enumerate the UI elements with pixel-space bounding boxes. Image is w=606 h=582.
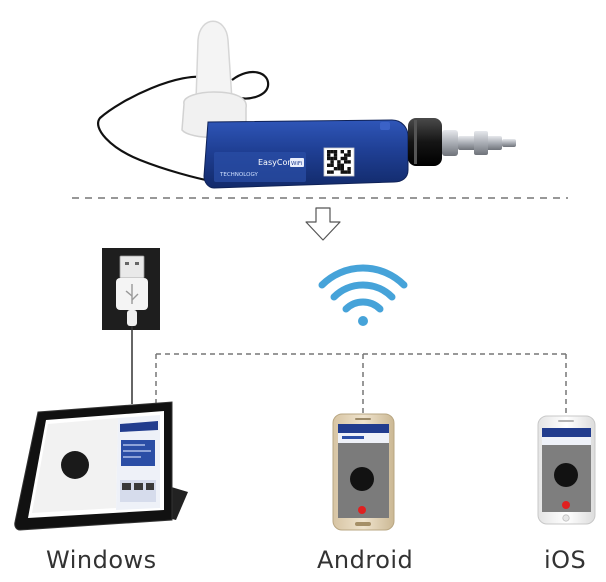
probe-side-button xyxy=(380,122,390,130)
ios-speaker xyxy=(558,420,574,422)
ios-fiber-image xyxy=(554,463,578,487)
probe-wifi-tag-bg xyxy=(290,158,304,167)
qr-cell xyxy=(340,170,344,174)
probe-wifi-tag: WiFi xyxy=(291,161,303,167)
qr-code xyxy=(323,147,355,177)
ios-phone xyxy=(537,415,596,525)
qr-cell xyxy=(327,156,331,161)
lanyard-strap-loop xyxy=(231,70,270,100)
qr-cell xyxy=(340,163,344,167)
probe-tip-end xyxy=(502,139,516,147)
qr-cell xyxy=(327,163,331,167)
android-phone xyxy=(332,413,395,531)
wifi-icon xyxy=(318,264,408,326)
qr-cell xyxy=(347,160,351,164)
qr-cell xyxy=(330,163,334,167)
qr-cell xyxy=(333,150,338,154)
qr-cell xyxy=(333,167,338,171)
qr-cell xyxy=(344,156,348,161)
protective-cap xyxy=(195,20,233,101)
ios-home-button xyxy=(562,514,570,522)
qr-cell xyxy=(340,150,344,154)
ios-app-subbar xyxy=(542,437,591,445)
probe-rotary-cap xyxy=(408,118,442,166)
android-label: Android xyxy=(317,546,414,574)
usb-cable-icon xyxy=(102,248,160,330)
android-home-button xyxy=(355,522,371,526)
windows-tablet xyxy=(14,401,188,531)
qr-cell xyxy=(337,167,341,171)
android-fiber-image xyxy=(350,467,374,491)
lanyard-strap xyxy=(97,75,216,184)
ios-label: iOS xyxy=(544,546,587,574)
qr-cell xyxy=(327,153,331,157)
qr-cell xyxy=(333,156,338,161)
probe-tip-collar xyxy=(442,130,458,156)
android-app-bar xyxy=(338,424,389,433)
qr-cell xyxy=(337,160,341,164)
usb-symbol xyxy=(125,284,139,304)
probe-label-panel xyxy=(214,152,306,182)
ios-app-bar xyxy=(542,428,591,437)
down-arrow-icon xyxy=(305,207,341,241)
probe-tip-nut xyxy=(474,131,488,155)
android-capture-button xyxy=(358,506,366,514)
qr-cell xyxy=(347,150,351,154)
qr-cell xyxy=(340,167,344,171)
qr-cell xyxy=(344,153,348,157)
qr-cell xyxy=(340,156,344,161)
tablet-panel-rows xyxy=(123,444,151,458)
qr-cell xyxy=(347,153,351,157)
qr-cell xyxy=(344,160,348,164)
qr-cell xyxy=(333,153,338,157)
qr-cell xyxy=(327,170,331,174)
fiber-inspection-probe: TECHNOLOGY EasyCon WiFi xyxy=(97,20,516,189)
qr-cell xyxy=(330,160,334,164)
android-speaker xyxy=(355,418,371,420)
qr-cell xyxy=(337,163,341,167)
tablet-panel-block xyxy=(121,440,155,466)
qr-cell xyxy=(347,167,351,171)
qr-cell xyxy=(330,170,334,174)
usb-plug-metal xyxy=(119,255,145,279)
tablet-fiber-image xyxy=(61,451,89,479)
qr-cell xyxy=(327,150,331,154)
qr-cell xyxy=(330,156,334,161)
tablet-app-bar xyxy=(120,421,158,432)
probe-rotary-ring xyxy=(414,120,417,164)
windows-label: Windows xyxy=(46,546,157,574)
probe-maker-text: TECHNOLOGY xyxy=(219,172,258,178)
usb-strain-relief xyxy=(127,310,137,326)
qr-cell xyxy=(344,170,348,174)
wireless-connector-lines xyxy=(155,353,567,416)
ios-capture-button xyxy=(562,501,570,509)
qr-cell xyxy=(347,170,351,174)
qr-cell xyxy=(330,150,334,154)
probe-brand-text: EasyCon xyxy=(258,158,292,167)
